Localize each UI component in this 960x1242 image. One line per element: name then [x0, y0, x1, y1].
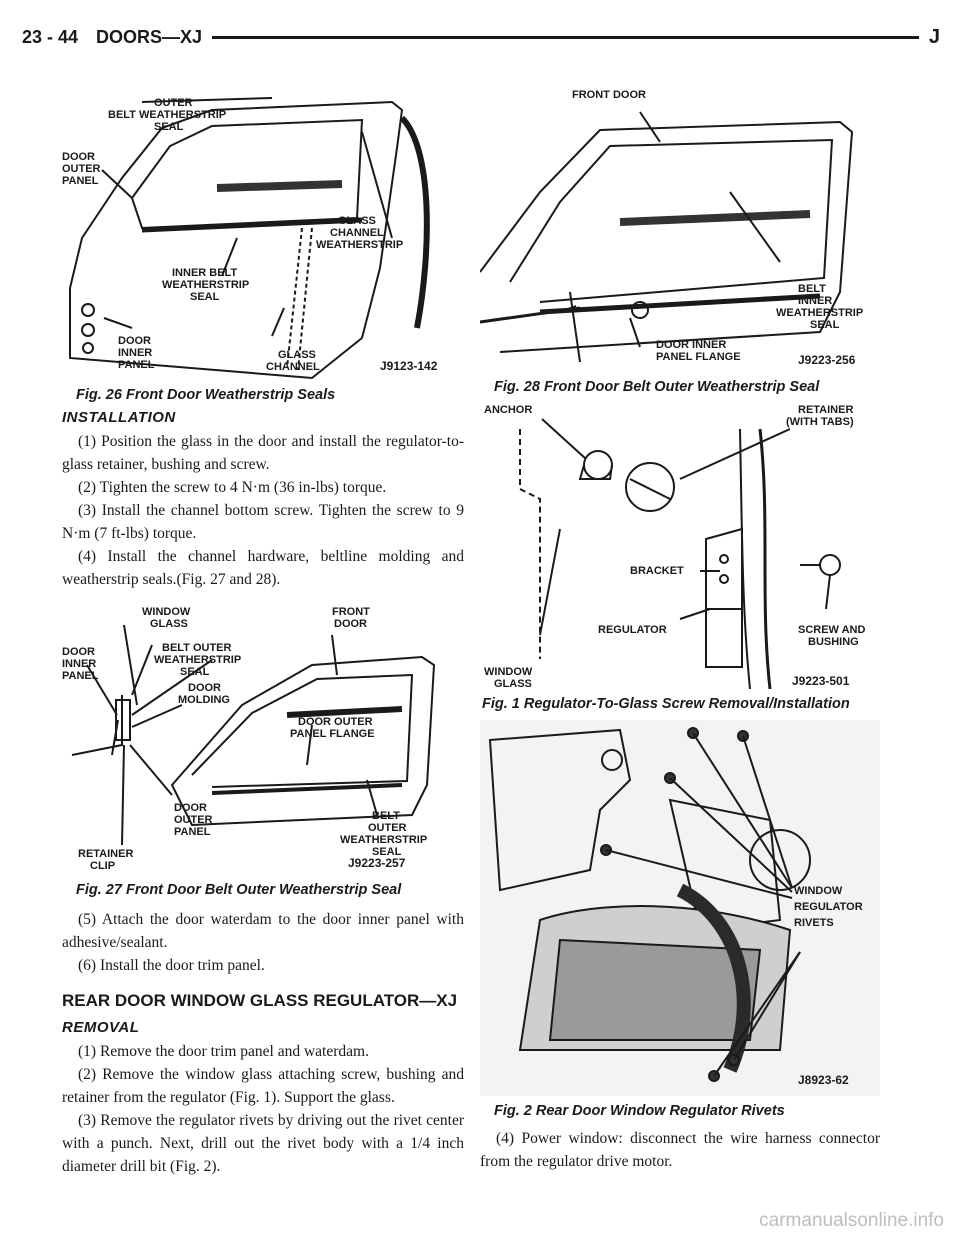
- removal-heading: REMOVAL: [62, 1019, 140, 1036]
- installation-heading: INSTALLATION: [62, 409, 176, 426]
- fig28-code: J9223-256: [798, 353, 856, 367]
- removal-step-3: (3) Remove the regulator rivets by drivi…: [62, 1112, 464, 1175]
- fig2-caption: Fig. 2 Rear Door Window Regulator Rivets: [494, 1103, 785, 1119]
- watermark: carmanualsonline.info: [759, 1210, 944, 1231]
- fig1-illustration: ANCHOR RETAINER(WITH TABS) BRACKET REGUL…: [484, 404, 865, 690]
- fig28-label-front-door: FRONT DOOR: [572, 89, 646, 101]
- removal-step-1: (1) Remove the door trim panel and water…: [78, 1043, 369, 1060]
- fig2-code: J8923-62: [798, 1073, 849, 1087]
- header-letter: J: [928, 25, 940, 48]
- fig1-label-anchor: ANCHOR: [484, 404, 532, 416]
- install-step-6: (6) Install the door trim panel.: [78, 957, 265, 974]
- fig1-label-retainer: RETAINER(WITH TABS): [786, 404, 854, 428]
- install-step-3: (3) Install the channel bottom screw. Ti…: [62, 502, 464, 542]
- header-rule: [212, 35, 919, 39]
- rear-section-title: REAR DOOR WINDOW GLASS REGULATOR—XJ: [62, 991, 458, 1010]
- fig1-code: J9223-501: [792, 674, 850, 688]
- fig1-label-bracket: BRACKET: [630, 565, 684, 577]
- install-step-5: (5) Attach the door waterdam to the door…: [62, 911, 464, 951]
- install-step-2: (2) Tighten the screw to 4 N·m (36 in-lb…: [78, 479, 387, 496]
- fig1-label-regulator: REGULATOR: [598, 624, 667, 636]
- install-step-1: (1) Position the glass in the door and i…: [62, 433, 464, 473]
- fig27-caption: Fig. 27 Front Door Belt Outer Weatherstr…: [76, 882, 402, 898]
- fig26-code: J9123-142: [380, 359, 438, 373]
- page-number: 23 - 44: [22, 26, 79, 47]
- removal-step-4: (4) Power window: disconnect the wire ha…: [480, 1130, 880, 1170]
- fig28-caption: Fig. 28 Front Door Belt Outer Weatherstr…: [494, 379, 820, 395]
- fig26-caption: Fig. 26 Front Door Weatherstrip Seals: [76, 387, 336, 403]
- section-title: DOORS—XJ: [96, 26, 203, 47]
- figure-1: ANCHOR RETAINER(WITH TABS) BRACKET REGUL…: [480, 399, 880, 712]
- removal-step-2: (2) Remove the window glass attaching sc…: [62, 1066, 464, 1106]
- page-header: 23 - 44 DOORS—XJ J: [22, 22, 940, 52]
- install-step-4: (4) Install the channel hardware, beltli…: [62, 548, 464, 588]
- fig1-caption: Fig. 1 Regulator-To-Glass Screw Removal/…: [482, 696, 850, 712]
- fig27-code: J9223-257: [348, 856, 406, 870]
